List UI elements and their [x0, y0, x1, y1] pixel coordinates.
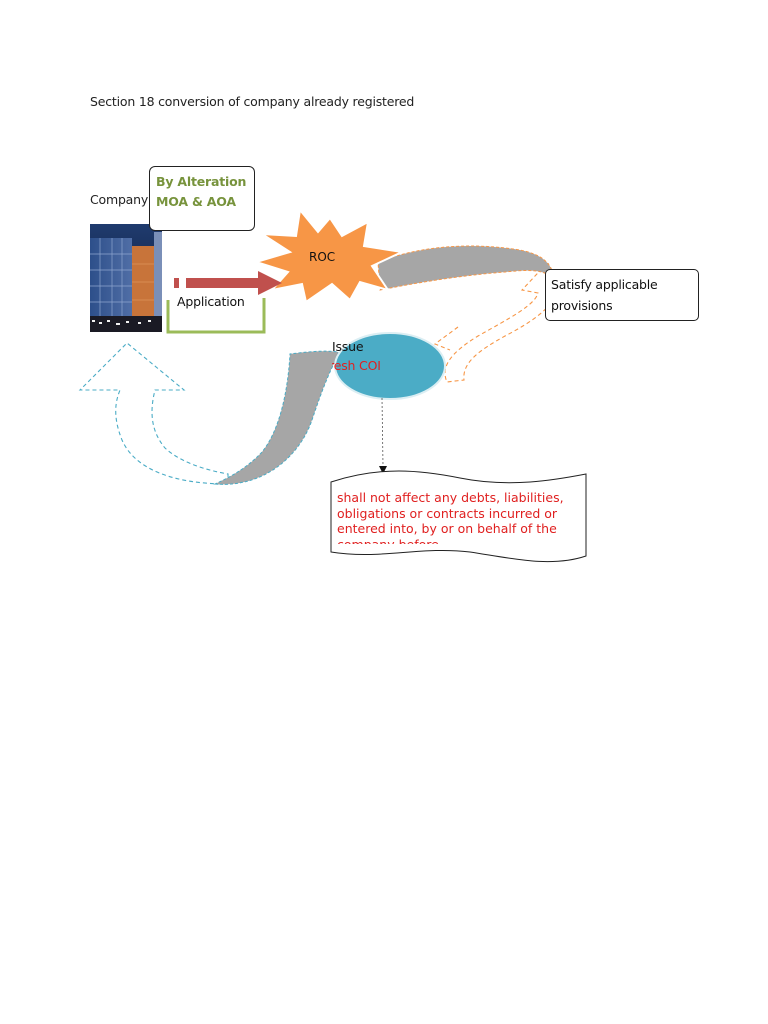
fresh-coi-label-clip: Fresh COI — [332, 358, 392, 373]
alteration-line1: By Alteration — [156, 172, 254, 192]
return-arrow-outline — [80, 343, 228, 484]
roc-label: ROC — [309, 250, 335, 264]
note-text: shall not affect any debts, liabilities,… — [337, 490, 581, 544]
company-label: Company — [90, 192, 148, 207]
arrow-stub — [174, 278, 179, 288]
alteration-callout: By Alteration MOA & AOA — [149, 166, 255, 231]
satisfy-line2: provisions — [551, 295, 698, 316]
page-title: Section 18 conversion of company already… — [90, 94, 414, 109]
connector-line — [382, 398, 383, 466]
issue-label: Issue — [332, 339, 363, 354]
application-label: Application — [177, 294, 245, 309]
satisfy-line1: Satisfy applicable — [551, 274, 698, 295]
gray-ribbon-upper — [378, 246, 555, 290]
application-arrow — [186, 271, 282, 295]
company-building-photo — [90, 224, 162, 332]
satisfy-provisions-box: Satisfy applicable provisions — [545, 269, 699, 321]
fresh-coi-label: Fresh COI — [332, 358, 392, 373]
orange-dashed-arrow — [435, 262, 554, 382]
alteration-line2: MOA & AOA — [156, 192, 254, 212]
gray-ribbon-lower — [215, 351, 338, 484]
